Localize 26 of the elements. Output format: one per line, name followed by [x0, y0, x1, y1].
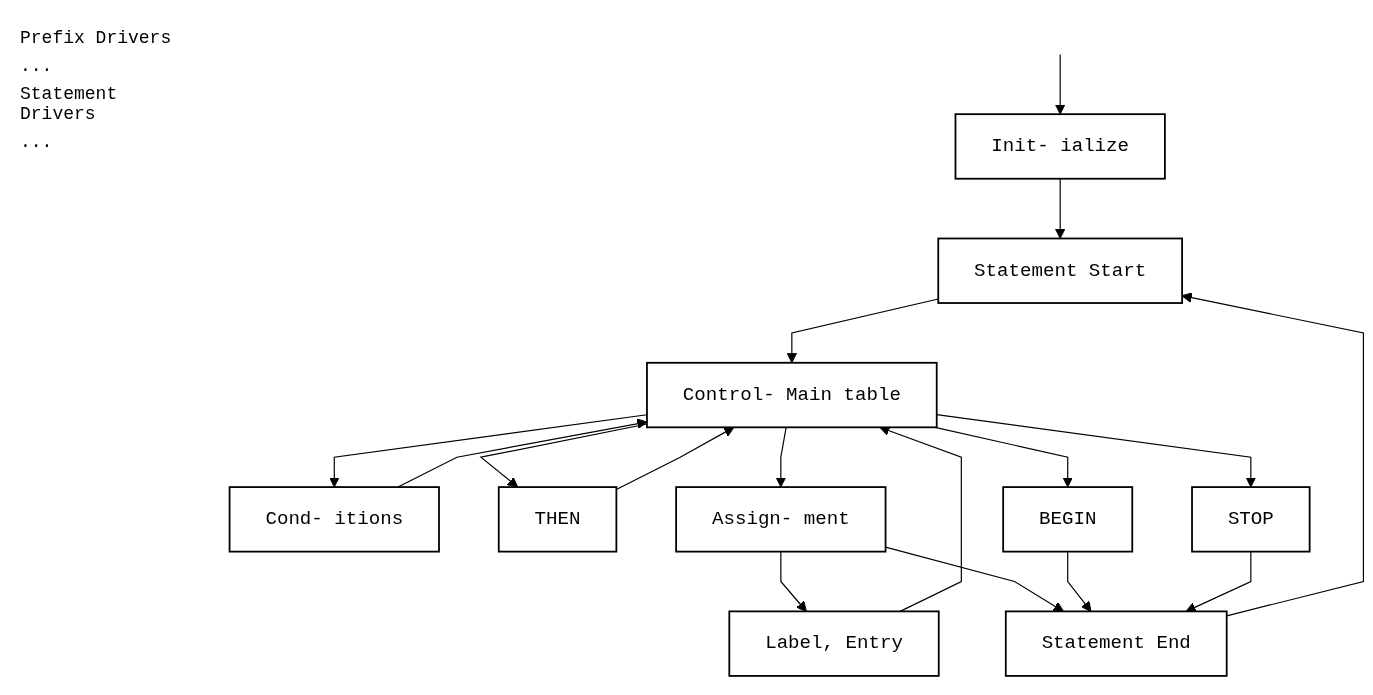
node-box: Cond- itions — [228, 486, 440, 553]
arrow — [936, 414, 1257, 488]
node-box: Statement End — [1004, 610, 1228, 678]
arrow — [775, 426, 787, 488]
arrow — [1185, 551, 1252, 613]
arrow — [786, 298, 939, 364]
node-box: Assign- ment — [675, 486, 887, 553]
note-text: Prefix Drivers — [20, 28, 173, 48]
arrow — [780, 551, 807, 613]
arrow — [329, 414, 648, 488]
node-box: THEN — [497, 486, 618, 553]
arrow — [1067, 551, 1092, 613]
node-box: STOP — [1191, 486, 1311, 553]
arrow — [479, 423, 648, 488]
arrow — [397, 418, 648, 488]
note-text: Statement Drivers — [20, 84, 119, 124]
node-box: Statement Start — [937, 237, 1183, 305]
node-box: Control- Main table — [646, 362, 938, 429]
node-box: Init- ialize — [954, 113, 1166, 180]
arrow — [615, 427, 735, 491]
note-text: ... — [20, 56, 54, 76]
arrow — [1054, 178, 1066, 240]
node-box: BEGIN — [1002, 486, 1134, 553]
note-text: ... — [20, 132, 54, 152]
arrow — [1054, 54, 1066, 115]
node-box: Label, Entry — [728, 610, 940, 678]
